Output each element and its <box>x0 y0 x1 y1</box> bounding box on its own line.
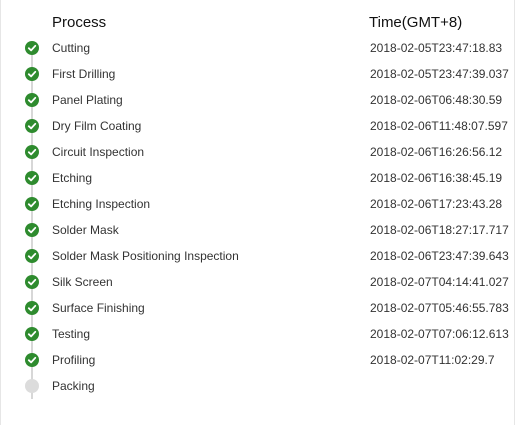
step-name: Packing <box>52 379 95 393</box>
check-icon <box>25 119 39 133</box>
timeline-step: Testing 2018-02-07T07:06:12.613 <box>0 321 515 347</box>
time-column-header: Time(GMT+8) <box>369 14 463 31</box>
step-name: Surface Finishing <box>52 301 145 315</box>
step-name: Profiling <box>52 353 96 367</box>
timeline-step: Solder Mask 2018-02-06T18:27:17.717 <box>0 217 515 243</box>
step-name: Testing <box>52 327 91 341</box>
check-icon <box>25 223 39 237</box>
check-icon <box>25 301 39 315</box>
check-icon <box>25 275 39 289</box>
timeline-step: Panel Plating 2018-02-06T06:48:30.59 <box>0 87 515 113</box>
table-header: Process Time(GMT+8) <box>0 12 515 36</box>
pending-dot-icon <box>25 379 39 393</box>
step-name: Circuit Inspection <box>52 145 145 159</box>
check-icon <box>25 171 39 185</box>
check-icon <box>25 67 39 81</box>
timeline-step: Etching Inspection 2018-02-06T17:23:43.28 <box>0 191 515 217</box>
step-name: Etching <box>52 171 93 185</box>
step-time: 2018-02-06T18:27:17.717 <box>370 223 509 237</box>
timeline-step: Circuit Inspection 2018-02-06T16:26:56.12 <box>0 139 515 165</box>
step-time: 2018-02-06T11:48:07.597 <box>370 119 508 133</box>
step-time: 2018-02-06T06:48:30.59 <box>370 93 503 107</box>
timeline-step: Surface Finishing 2018-02-07T05:46:55.783 <box>0 295 515 321</box>
step-time: 2018-02-07T11:02:29.7 <box>370 353 495 367</box>
check-icon <box>25 41 39 55</box>
step-time: 2018-02-05T23:47:18.83 <box>370 41 503 55</box>
step-time: 2018-02-05T23:47:39.037 <box>370 67 509 81</box>
step-name: First Drilling <box>52 67 116 81</box>
timeline-step: Solder Mask Positioning Inspection 2018-0… <box>0 243 515 269</box>
step-time: 2018-02-07T05:46:55.783 <box>370 301 509 315</box>
check-icon <box>25 353 39 367</box>
step-name: Dry Film Coating <box>52 119 142 133</box>
check-icon <box>25 197 39 211</box>
step-name: Etching Inspection <box>52 197 151 211</box>
check-icon <box>25 93 39 107</box>
step-name: Solder Mask Positioning Inspection <box>52 249 239 263</box>
step-name: Silk Screen <box>52 275 113 289</box>
step-name: Solder Mask <box>52 223 119 237</box>
step-time: 2018-02-06T23:47:39.643 <box>370 249 509 263</box>
check-icon <box>25 327 39 341</box>
step-time: 2018-02-06T16:26:56.12 <box>370 145 503 159</box>
timeline-step: First Drilling 2018-02-05T23:47:39.037 <box>0 61 515 87</box>
timeline-step: Packing <box>0 373 515 399</box>
step-name: Panel Plating <box>52 93 123 107</box>
timeline-step: Etching 2018-02-06T16:38:45.19 <box>0 165 515 191</box>
step-time: 2018-02-06T16:38:45.19 <box>370 171 503 185</box>
step-time: 2018-02-07T07:06:12.613 <box>370 327 509 341</box>
check-icon <box>25 249 39 263</box>
timeline-step: Dry Film Coating 2018-02-06T11:48:07.597 <box>0 113 515 139</box>
timeline-step: Profiling 2018-02-07T11:02:29.7 <box>0 347 515 373</box>
panel-border-left <box>0 0 1 425</box>
timeline-step: Cutting 2018-02-05T23:47:18.83 <box>0 35 515 61</box>
step-name: Cutting <box>52 41 91 55</box>
step-time: 2018-02-06T17:23:43.28 <box>370 197 503 211</box>
check-icon <box>25 145 39 159</box>
timeline-step: Silk Screen 2018-02-07T04:14:41.027 <box>0 269 515 295</box>
process-column-header: Process <box>52 14 107 31</box>
step-time: 2018-02-07T04:14:41.027 <box>370 275 509 289</box>
